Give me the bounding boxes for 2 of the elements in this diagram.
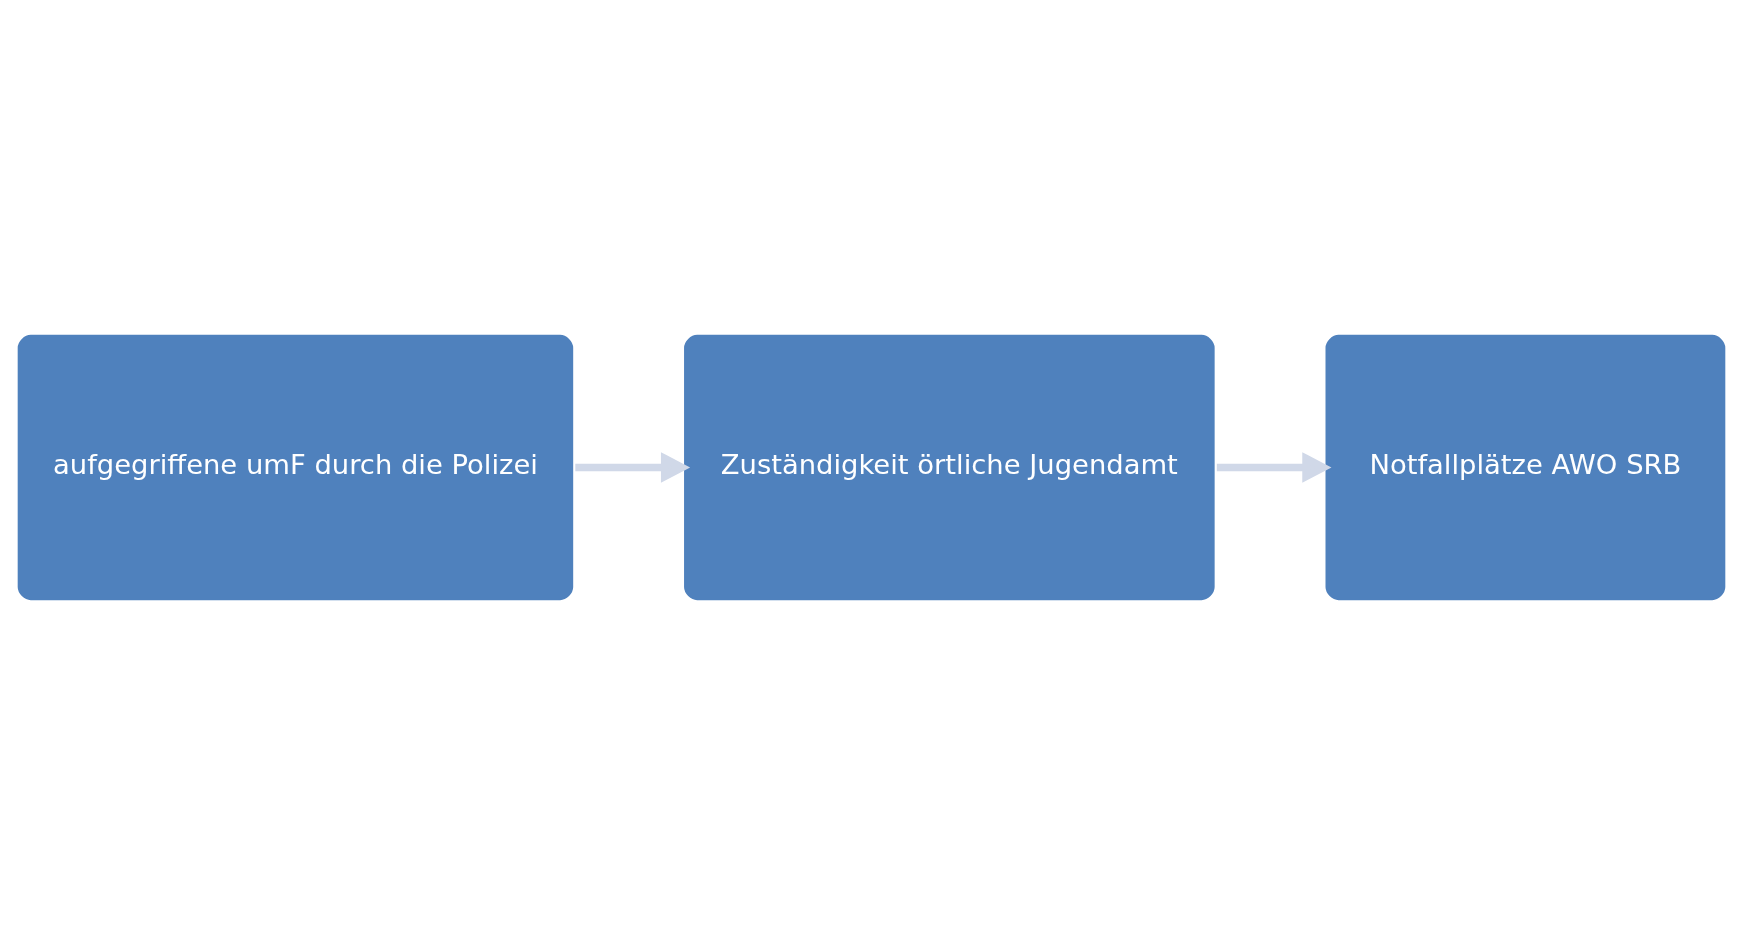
arrow [575, 451, 691, 483]
arrow [1216, 451, 1332, 483]
